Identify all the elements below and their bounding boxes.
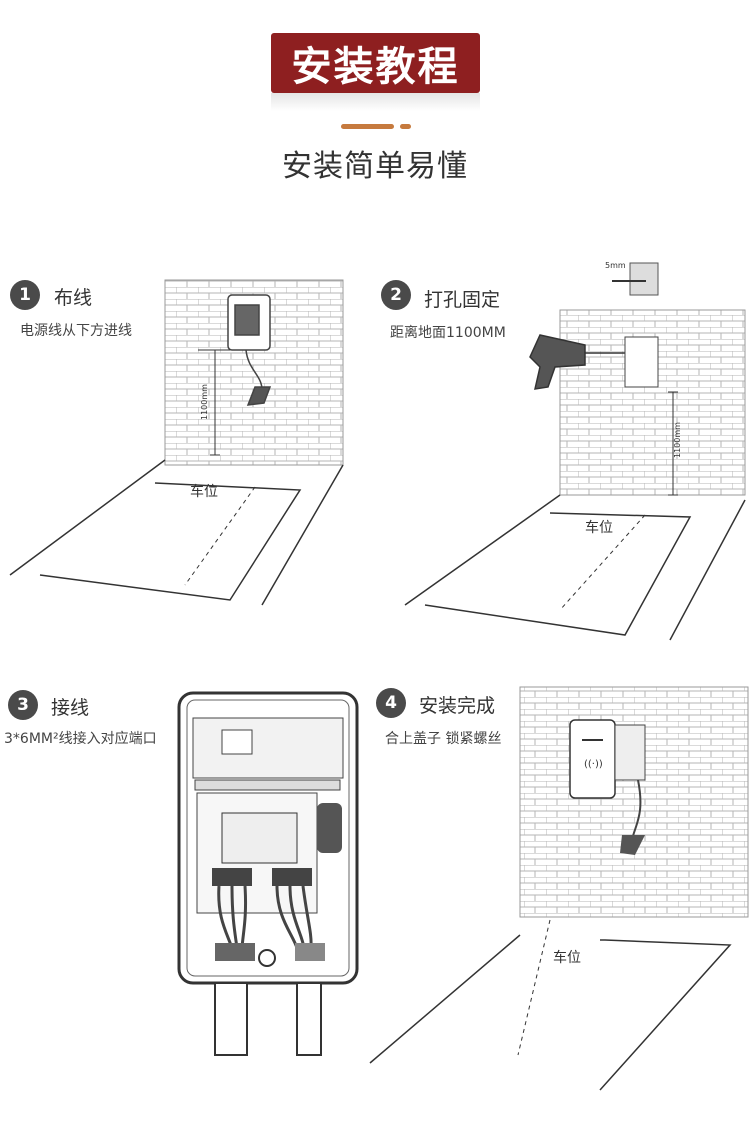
relay-module — [221, 812, 298, 864]
accent-line-long — [341, 124, 394, 129]
step-1-description: 电源线从下方进线 — [20, 323, 132, 339]
parking-floor — [9, 459, 344, 606]
cable-gland-right — [295, 943, 325, 961]
brick-wall — [519, 686, 749, 918]
dimension-label: 1100mm — [200, 384, 209, 420]
dimension-marker: 1100mm — [668, 391, 682, 496]
terminal-block-left — [212, 868, 252, 886]
svg-text:((·)): ((·)) — [584, 759, 603, 770]
drill-icon — [529, 334, 625, 390]
parking-spot-label: 车位 — [553, 949, 581, 966]
step-1-number: 1 — [10, 280, 40, 310]
screw-detail-icon: 5mm — [605, 261, 659, 296]
dimension-marker: 1100mm — [198, 349, 230, 456]
step-1-title: 布线 — [54, 287, 93, 309]
step-2-description: 距离地面1100MM — [390, 325, 506, 341]
terminal-block-right — [272, 868, 312, 886]
step-2-number: 2 — [381, 280, 411, 310]
parking-floor — [404, 494, 746, 641]
page-subtitle: 安装简单易懂 — [282, 149, 468, 184]
page-title: 安装教程 — [271, 33, 480, 93]
step-4-description: 合上盖子 锁紧螺丝 — [385, 731, 502, 747]
step-1-illustration: 1100mm 车位 — [9, 279, 344, 606]
title-shadow — [271, 93, 480, 111]
step-2-illustration: 5mm 1100mm 车位 — [404, 261, 746, 641]
charger-open-icon — [227, 294, 272, 406]
step-3-number: 3 — [8, 690, 38, 720]
step-4-illustration: ((·)) 车位 — [369, 686, 749, 1091]
dimension-label: 1100mm — [673, 422, 682, 458]
step-2-title: 打孔固定 — [424, 289, 501, 311]
mounting-plate — [624, 336, 659, 388]
parking-spot-label: 车位 — [585, 519, 613, 536]
step-4-title: 安装完成 — [419, 695, 496, 717]
step-3-title: 接线 — [51, 697, 90, 719]
cable-gland-left — [215, 943, 255, 961]
charger-closed-icon: ((·)) — [569, 719, 646, 855]
step-3-illustration — [177, 691, 359, 1056]
step-4-number: 4 — [376, 688, 406, 718]
input-cable-right — [296, 982, 322, 1056]
circuit-board-top — [192, 717, 344, 779]
accent-line-short — [400, 124, 411, 129]
detail-dimension-label: 5mm — [605, 261, 626, 270]
parking-spot-label: 车位 — [190, 483, 218, 500]
step-3-description: 3*6MM²线接入对应端口 — [4, 731, 157, 747]
input-cable-left — [214, 982, 248, 1056]
parking-floor — [369, 919, 732, 1091]
